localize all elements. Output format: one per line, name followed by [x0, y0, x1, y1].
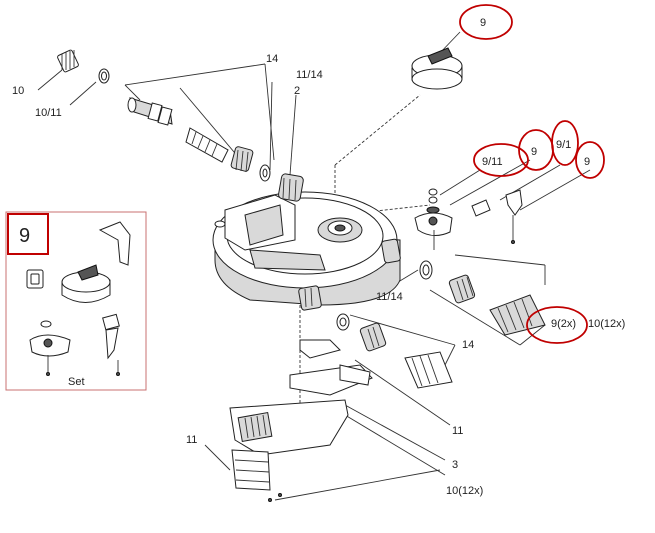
- callout-9-mid: 9: [531, 146, 537, 158]
- callout-3: 3: [452, 459, 458, 471]
- callout-2: 2: [294, 85, 300, 97]
- inset-number: 9: [19, 225, 30, 247]
- callout-11-right: 11: [452, 425, 463, 437]
- callout-9-1: 9/1: [556, 139, 571, 151]
- callout-10-12x-right: 10(12x): [588, 318, 625, 330]
- callout-10-11: 10/11: [35, 107, 62, 119]
- callout-9-top: 9: [480, 17, 486, 29]
- callout-9-11: 9/11: [482, 156, 503, 168]
- washer-10-11: [98, 68, 110, 84]
- washer-lower: [336, 313, 350, 331]
- tapered-fitting-top: [185, 127, 229, 163]
- valve-assembly-right: [414, 188, 523, 250]
- nut-top-center: [230, 146, 254, 173]
- washer-mid-right: [419, 260, 433, 280]
- inset-set-box: [5, 211, 147, 391]
- callout-11-14-top: 11/14: [296, 69, 323, 81]
- nut-mid-right: [448, 274, 476, 304]
- bracket-lower: [229, 399, 349, 502]
- callout-14-top: 14: [266, 53, 278, 65]
- callout-14-mid: 14: [462, 339, 474, 351]
- callout-11-14-mid: 11/14: [376, 291, 403, 303]
- highlight-rings: [459, 4, 605, 344]
- nut-lower: [359, 322, 387, 352]
- bracket-upper: [289, 339, 373, 396]
- fitting-left-top: [127, 97, 173, 126]
- pump-base-body: [212, 173, 401, 311]
- callout-10-top: 10: [12, 85, 24, 97]
- knob-top-right: [411, 47, 463, 90]
- inset-caption: Set: [68, 376, 85, 388]
- callout-10-12x-bottom: 10(12x): [446, 485, 483, 497]
- tapered-fitting-right: [489, 294, 546, 336]
- callout-9-2x: 9(2x): [551, 318, 576, 330]
- callout-9-right: 9: [584, 156, 590, 168]
- tapered-fitting-lower: [404, 351, 453, 389]
- nut-10-top: [57, 49, 79, 73]
- callout-11-left: 11: [186, 434, 197, 446]
- washer-top-center: [259, 164, 271, 182]
